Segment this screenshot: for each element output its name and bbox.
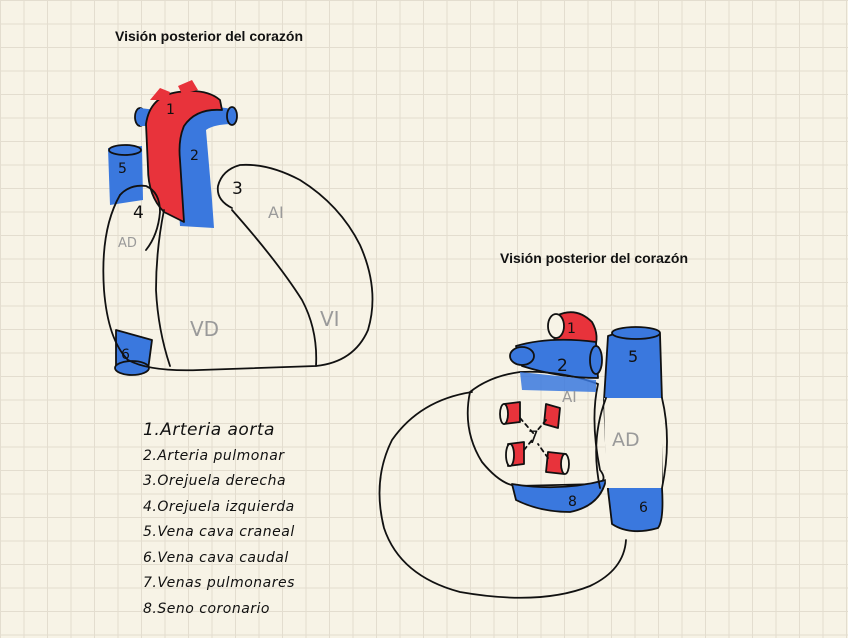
cranial-vena-cava-opening — [109, 145, 141, 155]
region-left-atrium: AI — [268, 203, 284, 222]
marker-caudal-vena-cava-2: 6 — [639, 500, 648, 516]
marker-coronary-sinus: 8 — [568, 494, 577, 510]
right-ventricle-septum-left — [156, 210, 170, 366]
legend: 1.Arteria aorta 2.Arteria pulmonar 3.Ore… — [143, 418, 295, 622]
pulmonary-artery-opening-2b — [590, 346, 602, 374]
region-right-atrium: AD — [118, 236, 137, 251]
legend-item: 4.Orejuela izquierda — [143, 495, 295, 521]
legend-item: 2.Arteria pulmonar — [143, 444, 295, 470]
marker-cranial-vena-cava: 5 — [118, 161, 127, 177]
pulmonary-artery-opening-2 — [510, 347, 534, 365]
caudal-vena-cava-opening — [115, 361, 149, 375]
legend-item: 8.Seno coronario — [143, 597, 295, 623]
legend-item: 7.Venas pulmonares — [143, 571, 295, 597]
pulmonary-artery-opening-right — [227, 107, 237, 125]
region-right-ventricle: VD — [190, 317, 219, 341]
legend-item: 5.Vena cava craneal — [143, 520, 295, 546]
marker-aorta: 1 — [166, 102, 175, 118]
region-left-atrium-2: AI — [562, 388, 577, 406]
region-left-ventricle: VI — [320, 307, 340, 331]
marker-pulmonary-artery-2: 2 — [557, 356, 568, 376]
marker-pulmonary-veins: 7 — [528, 428, 539, 448]
region-right-atrium-2: AD — [612, 429, 640, 451]
aorta-opening-2 — [548, 314, 564, 338]
marker-right-auricle: 3 — [232, 179, 243, 199]
figure-2-heart — [380, 312, 668, 598]
aorta-branch-1 — [150, 88, 170, 100]
cranial-vena-cava-opening-2 — [612, 327, 660, 339]
marker-pulmonary-artery: 2 — [190, 148, 199, 164]
marker-cranial-vena-cava-2: 5 — [628, 347, 638, 366]
interventricular-septum — [232, 210, 316, 366]
legend-item: 6.Vena cava caudal — [143, 546, 295, 572]
marker-caudal-vena-cava: 6 — [121, 347, 130, 363]
legend-item: 1.Arteria aorta — [143, 418, 295, 444]
marker-left-auricle: 4 — [133, 203, 144, 223]
legend-item: 3.Orejuela derecha — [143, 469, 295, 495]
marker-aorta-2: 1 — [567, 321, 576, 337]
